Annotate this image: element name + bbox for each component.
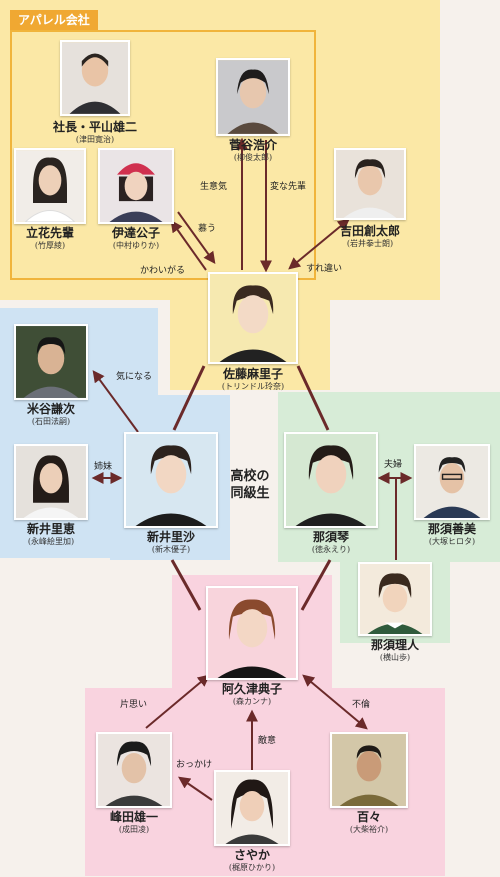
arrow-okkake	[178, 776, 213, 801]
arrow-kawaigaru	[170, 220, 207, 271]
portrait-rihito	[358, 562, 432, 636]
actor-koto: (徳永えり)	[311, 545, 351, 554]
name-yoshimi: 那須善美	[427, 522, 476, 536]
person-date-icon	[100, 150, 172, 222]
person-yoneya-icon	[16, 326, 86, 398]
arrow-kininaru	[92, 370, 139, 433]
line-sato-koto	[296, 365, 330, 431]
person-sugaya-icon	[218, 60, 288, 134]
name-hirayama: 社長・平山雄二	[52, 120, 137, 134]
rel-okkake: おっかけ	[176, 760, 213, 770]
actor-yoneya: (石田法嗣)	[31, 417, 71, 426]
person-hirayama-icon	[62, 42, 128, 114]
person-akutsu-icon	[208, 588, 296, 678]
portrait-yoshida	[334, 148, 406, 220]
apparel-tag: アパレル会社	[10, 10, 98, 30]
name-rie: 新井里恵	[26, 522, 75, 536]
name-tachibana: 立花先輩	[25, 226, 74, 240]
arrow-surechigai	[288, 218, 350, 270]
rel-surechigai: すれ違い	[306, 264, 343, 274]
portrait-sato	[208, 272, 298, 364]
rel-kininaru: 気になる	[116, 372, 153, 382]
arrow-kataomoi	[145, 674, 210, 729]
actor-rihito: (横山歩)	[379, 653, 411, 662]
portrait-hirayama	[60, 40, 130, 116]
portrait-yoshimi	[414, 444, 490, 520]
actor-sugaya: (柳俊太郎)	[233, 153, 273, 162]
arrow-furin	[302, 674, 368, 730]
rel-kataomoi: 片思い	[120, 700, 148, 710]
portrait-sugaya	[216, 58, 290, 136]
name-risa: 新井里沙	[146, 530, 195, 544]
name-akutsu: 阿久津典子	[221, 682, 282, 696]
name-mineta: 峰田雄一	[109, 810, 158, 824]
person-mineta-icon	[98, 734, 170, 806]
rel-kawaigaru: かわいがる	[140, 266, 186, 276]
portrait-momo	[330, 732, 408, 808]
name-momo: 百々	[356, 810, 381, 824]
person-momo-icon	[332, 734, 406, 806]
person-sayaka-icon	[216, 772, 288, 844]
portrait-yoneya	[14, 324, 88, 400]
apparel-tag-label: アパレル会社	[18, 13, 90, 27]
rel-tekii: 敵意	[258, 736, 277, 746]
actor-hirayama: (津田寛治)	[75, 135, 115, 144]
apparel-border	[10, 30, 316, 280]
person-koto-icon	[286, 434, 376, 526]
person-yoshida-icon	[336, 150, 404, 218]
rel-furin: 不倫	[352, 700, 371, 710]
actor-yoshida: (岩井拳士朗)	[346, 239, 394, 248]
line-sato-risa	[172, 365, 206, 431]
name-rihito: 那須理人	[370, 638, 419, 652]
actor-rie: (永峰絵里加)	[27, 537, 75, 546]
rel-henna: 変な先輩	[270, 182, 307, 192]
portrait-koto	[284, 432, 378, 528]
portrait-mineta	[96, 732, 172, 808]
portrait-date	[98, 148, 174, 224]
person-sato-icon	[210, 274, 296, 362]
portrait-tachibana	[14, 148, 86, 224]
portrait-akutsu	[206, 586, 298, 680]
line-koto-akutsu	[300, 559, 332, 611]
actor-mineta: (成田凌)	[118, 825, 150, 834]
portrait-rie	[14, 444, 88, 520]
name-yoneya: 米谷謙次	[26, 402, 75, 416]
name-sato: 佐藤麻里子	[222, 367, 283, 381]
name-sugaya: 菅谷浩介	[228, 138, 277, 152]
name-sayaka: さやか	[233, 848, 270, 862]
person-yoshimi-icon	[416, 446, 488, 518]
rel-fuufu: 夫婦	[384, 460, 403, 470]
arrow-shitau	[177, 211, 216, 264]
actor-momo: (大柴裕介)	[349, 825, 389, 834]
actor-risa: (新木優子)	[151, 545, 191, 554]
rel-shitau: 慕う	[198, 224, 217, 234]
classmates-label: 高校の 同級生	[230, 469, 270, 501]
actor-sayaka: (梶原ひかり)	[228, 863, 276, 872]
name-yoshida: 吉田創太郎	[339, 224, 400, 238]
actor-akutsu: (森カンナ)	[232, 697, 272, 706]
person-risa-icon	[126, 434, 216, 526]
portrait-risa	[124, 432, 218, 528]
person-tachibana-icon	[16, 150, 84, 222]
actor-date: (中村ゆりか)	[112, 241, 160, 250]
line-risa-akutsu	[170, 559, 202, 611]
rel-shimai: 姉妹	[94, 462, 113, 472]
rel-namaiki: 生意気	[200, 182, 228, 192]
person-rihito-icon	[360, 564, 430, 634]
actor-sato: (トリンドル玲奈)	[221, 382, 285, 391]
portrait-sayaka	[214, 770, 290, 846]
name-koto: 那須琴	[312, 530, 349, 544]
actor-yoshimi: (大塚ヒロタ)	[428, 537, 476, 546]
actor-tachibana: (竹厚綾)	[34, 241, 66, 250]
person-rie-icon	[16, 446, 86, 518]
name-date: 伊達公子	[111, 226, 160, 240]
